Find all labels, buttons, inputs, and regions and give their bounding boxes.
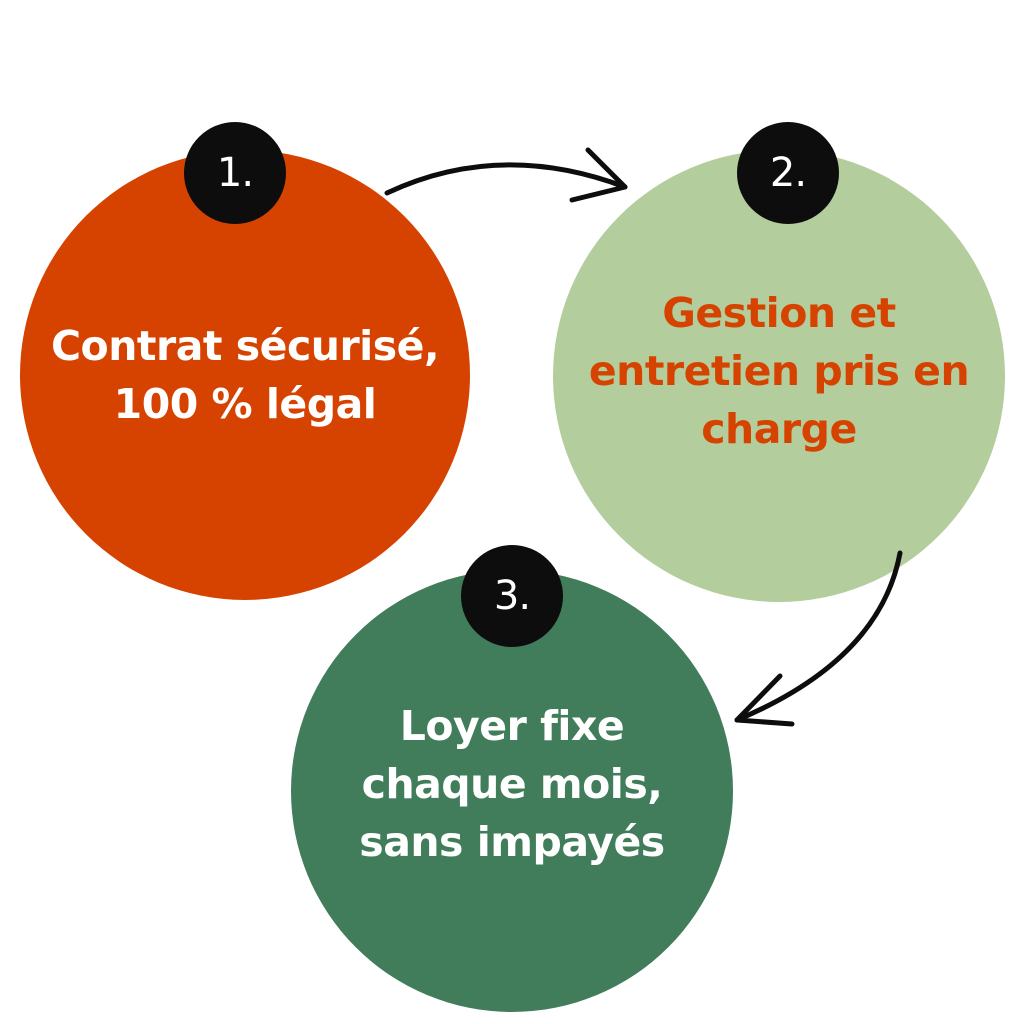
arrow-2-head — [734, 673, 795, 727]
step-1-text: Contrat sécurisé, 100 % légal — [50, 322, 440, 428]
step-2-text: Gestion et entretien pris en charge — [588, 289, 970, 453]
step-3-number: 3. — [493, 573, 531, 619]
arrow-step-2-to-3 — [734, 550, 903, 727]
step-1-circle: Contrat sécurisé, 100 % légal — [20, 150, 470, 600]
arrow-1-head — [569, 147, 628, 203]
step-2-number: 2. — [769, 150, 807, 196]
arrow-1-shaft — [384, 162, 628, 196]
step-2-badge: 2. — [737, 122, 839, 224]
step-3-circle: Loyer fixe chaque mois, sans impayés — [291, 570, 733, 1012]
step-1-badge: 1. — [184, 122, 286, 224]
arrow-2-shaft — [734, 550, 903, 723]
step-2-circle: Gestion et entretien pris en charge — [553, 150, 1005, 602]
step-3-badge: 3. — [461, 545, 563, 647]
step-3-text: Loyer fixe chaque mois, sans impayés — [359, 702, 665, 866]
arrow-step-1-to-2 — [384, 147, 628, 203]
step-1-number: 1. — [216, 150, 254, 196]
